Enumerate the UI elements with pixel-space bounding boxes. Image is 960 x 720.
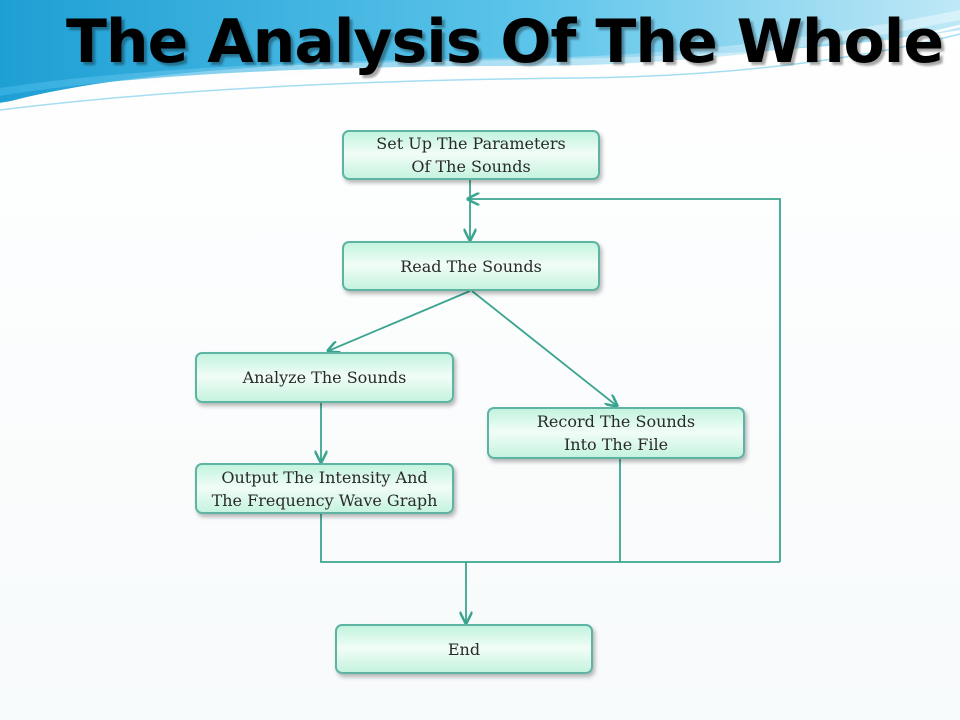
connector-output-to-join bbox=[320, 514, 780, 563]
connector-read-to-analyze bbox=[328, 290, 471, 351]
node-analyze-sounds: Analyze The Sounds bbox=[195, 352, 454, 403]
header-wave-highlight bbox=[0, 24, 960, 106]
connector-loop-back-to-read bbox=[468, 199, 781, 562]
node-output-graph: Output The Intensity And The Frequency W… bbox=[195, 463, 454, 514]
node-read-sounds: Read The Sounds bbox=[342, 241, 600, 291]
connector-read-to-record bbox=[471, 290, 617, 406]
node-record-sounds: Record The Sounds Into The File bbox=[487, 407, 745, 459]
node-end: End bbox=[335, 624, 593, 674]
slide-title: The Analysis Of The Whole P bbox=[66, 7, 960, 77]
header-wave-line bbox=[0, 33, 960, 111]
header-wave-decoration bbox=[0, 0, 960, 111]
node-setup-parameters: Set Up The Parameters Of The Sounds bbox=[342, 130, 600, 180]
header-wave-main bbox=[0, 0, 960, 104]
